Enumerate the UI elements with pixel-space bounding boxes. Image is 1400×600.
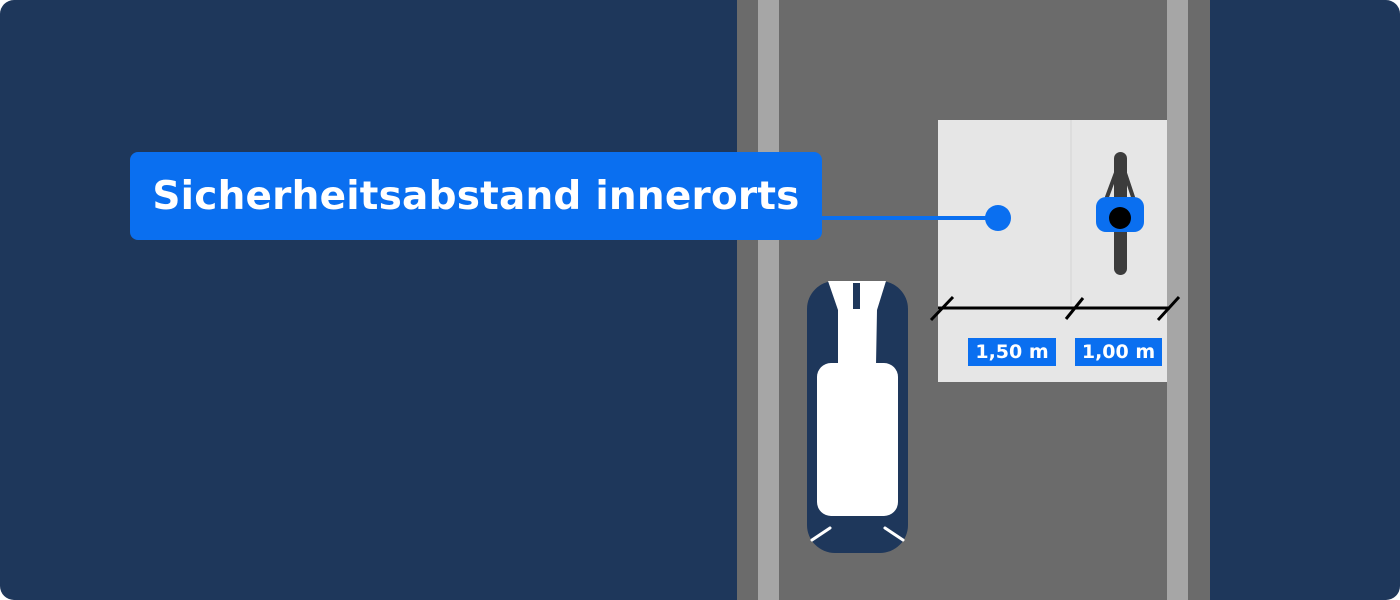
car-top-view-icon <box>807 281 908 553</box>
distance-tick-left <box>929 295 955 322</box>
car-rear-right-light <box>883 526 905 542</box>
distance-marker <box>929 295 1181 322</box>
cyclist-top-view-icon <box>1096 152 1144 275</box>
distance-label-bg-1 <box>968 338 1056 366</box>
left-lane-stripe <box>758 0 779 600</box>
distance-tick-right <box>1156 295 1181 322</box>
distance-label-bike-width: 1,00 m <box>1081 341 1156 363</box>
distance-tick-middle <box>1064 297 1085 320</box>
page-title: Sicherheitsabstand innerorts <box>152 173 800 219</box>
connector-dot <box>985 205 1011 231</box>
cyclist-left-arm <box>1105 168 1119 199</box>
cyclist-right-arm <box>1122 168 1135 199</box>
car-hood-stripe <box>853 283 860 309</box>
car-rear-left-light <box>810 526 832 542</box>
car-hood <box>828 281 886 365</box>
distance-label-bg-2 <box>1075 338 1162 366</box>
cyclist-helmet <box>1109 207 1131 229</box>
car-cabin <box>817 363 898 516</box>
title-connector <box>815 205 1011 231</box>
distance-label-car-gap: 1,50 m <box>975 341 1049 363</box>
title-badge: Sicherheitsabstand innerorts <box>130 152 822 240</box>
